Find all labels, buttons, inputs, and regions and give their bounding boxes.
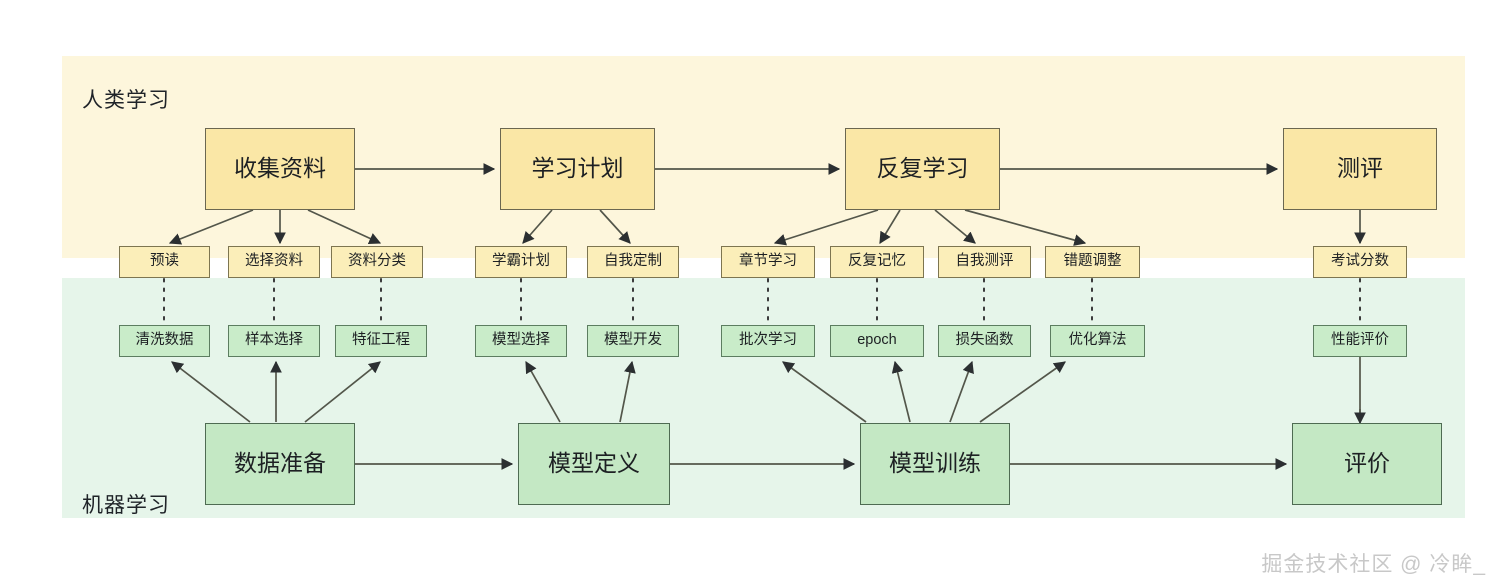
node-label: 评价 [1344, 450, 1390, 477]
node-label: 数据准备 [234, 450, 326, 477]
node-wrong-question-adjust[interactable]: 错题调整 [1045, 246, 1140, 278]
node-label: 样本选择 [245, 332, 303, 349]
node-label: 学习计划 [531, 155, 624, 182]
node-chapter-study[interactable]: 章节学习 [721, 246, 815, 278]
node-label: 章节学习 [739, 253, 797, 270]
node-repeat[interactable]: 反复学习 [845, 128, 1000, 210]
node-label: 学霸计划 [492, 253, 550, 270]
node-model-selection[interactable]: 模型选择 [475, 325, 567, 357]
node-assess[interactable]: 测评 [1283, 128, 1437, 210]
node-top-student-plan[interactable]: 学霸计划 [475, 246, 567, 278]
node-self-test[interactable]: 自我测评 [938, 246, 1031, 278]
node-label: 性能评价 [1331, 332, 1389, 349]
band-label-human-learning: 人类学习 [82, 89, 170, 112]
node-collect[interactable]: 收集资料 [205, 128, 355, 210]
band-label-machine-learning: 机器学习 [82, 494, 170, 517]
node-model-train[interactable]: 模型训练 [860, 423, 1010, 505]
node-self-customize[interactable]: 自我定制 [587, 246, 679, 278]
node-label: 错题调整 [1063, 253, 1122, 270]
node-data-prep[interactable]: 数据准备 [205, 423, 355, 505]
node-label: 自我定制 [604, 253, 662, 270]
node-label: 特征工程 [352, 332, 410, 349]
node-feature-engineering[interactable]: 特征工程 [335, 325, 427, 357]
node-label: 预读 [150, 253, 179, 270]
node-label: 损失函数 [955, 332, 1014, 349]
node-exam-score[interactable]: 考试分数 [1313, 246, 1407, 278]
node-label: 优化算法 [1068, 332, 1127, 349]
node-label: 模型选择 [492, 332, 550, 349]
node-loss-function[interactable]: 损失函数 [938, 325, 1031, 357]
node-label: 考试分数 [1331, 253, 1389, 270]
node-label: 收集资料 [234, 155, 326, 182]
node-performance-evaluation[interactable]: 性能评价 [1313, 325, 1407, 357]
node-repeat-memory[interactable]: 反复记忆 [830, 246, 924, 278]
node-batch-study[interactable]: 批次学习 [721, 325, 815, 357]
node-label: 自我测评 [955, 253, 1014, 270]
node-label: 选择资料 [245, 253, 303, 270]
node-label: 模型训练 [889, 450, 981, 477]
node-plan[interactable]: 学习计划 [500, 128, 655, 210]
node-evaluate[interactable]: 评价 [1292, 423, 1442, 505]
node-optimization-algorithm[interactable]: 优化算法 [1050, 325, 1145, 357]
node-label: 模型开发 [604, 332, 662, 349]
node-label: 资料分类 [348, 253, 406, 270]
node-label: 模型定义 [548, 450, 640, 477]
node-model-define[interactable]: 模型定义 [518, 423, 670, 505]
node-label: 反复记忆 [848, 253, 906, 270]
node-epoch[interactable]: epoch [830, 325, 924, 357]
node-model-development[interactable]: 模型开发 [587, 325, 679, 357]
node-select-material[interactable]: 选择资料 [228, 246, 320, 278]
node-preread[interactable]: 预读 [119, 246, 210, 278]
node-label: 反复学习 [876, 155, 969, 182]
node-label: 批次学习 [739, 332, 797, 349]
node-label: 清洗数据 [135, 332, 194, 349]
node-sample-selection[interactable]: 样本选择 [228, 325, 320, 357]
node-label: 测评 [1337, 155, 1383, 182]
node-clean-data[interactable]: 清洗数据 [119, 325, 210, 357]
watermark: 掘金技术社区 @ 冷眸_ [1261, 553, 1486, 576]
node-label: epoch [857, 332, 897, 349]
node-classify-material[interactable]: 资料分类 [331, 246, 423, 278]
